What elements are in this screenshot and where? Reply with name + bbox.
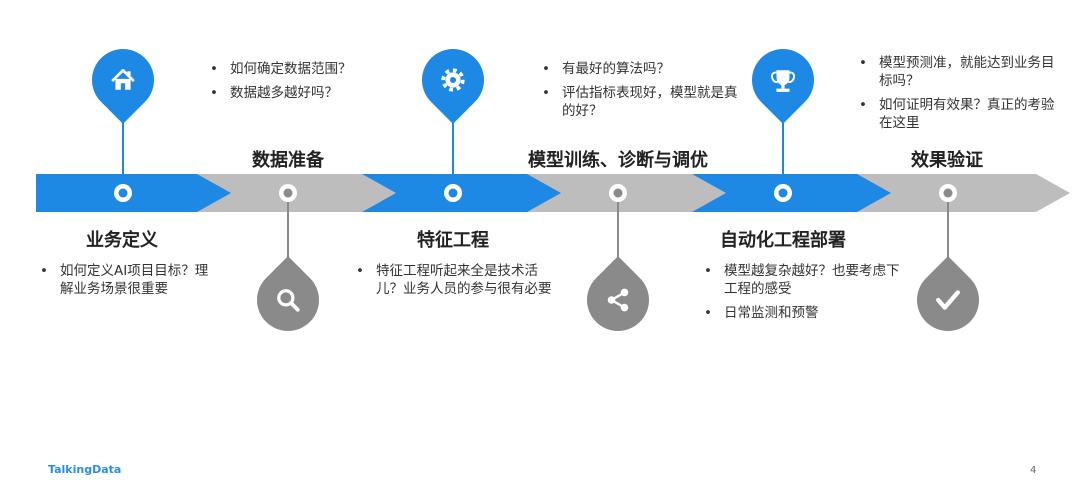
stage-1-title: 业务定义 [86, 230, 158, 251]
list-item: 如何确定数据范围？ [206, 60, 406, 78]
stage-3-title: 特征工程 [417, 230, 489, 251]
timeline-node-dot-5 [778, 188, 788, 198]
stage-6-title: 效果验证 [911, 150, 983, 171]
list-item: 如何证明有效果？真正的考验在这里 [855, 96, 1055, 132]
stage-2-title: 数据准备 [252, 150, 324, 171]
chevron-arrow-3 [362, 174, 577, 212]
page-number: 4 [1030, 465, 1037, 476]
list-item: 模型越复杂越好？也要考虑下工程的感受 [700, 262, 902, 298]
chevron-arrow-2 [197, 174, 412, 212]
stage-2-notes: 如何确定数据范围？ 数据越多越好吗？ [206, 60, 406, 108]
timeline-node-dot-1 [118, 188, 128, 198]
chevron-arrow-1 [36, 174, 247, 212]
stage-1-notes: 如何定义AI项目目标？理解业务场景很重要 [36, 262, 220, 304]
stage-3-notes: 特征工程听起来全是技术活儿？业务人员的参与很有必要 [352, 262, 552, 304]
stage-6-pin [917, 256, 979, 332]
list-item: 评估指标表现好，模型就是真的好？ [538, 84, 748, 120]
chevron-arrow-4 [527, 174, 742, 212]
stage-4-title: 模型训练、诊断与调优 [528, 150, 708, 171]
timeline-node-dot-4 [613, 188, 623, 198]
stage-4-pin [587, 256, 649, 332]
stage-4-notes: 有最好的算法吗？ 评估指标表现好，模型就是真的好？ [538, 60, 748, 126]
timeline-node-dot-3 [448, 188, 458, 198]
list-item: 模型预测准，就能达到业务目标吗？ [855, 54, 1055, 90]
list-item: 日常监测和预警 [700, 304, 902, 322]
list-item: 特征工程听起来全是技术活儿？业务人员的参与很有必要 [352, 262, 552, 298]
stage-5-title: 自动化工程部署 [720, 230, 846, 251]
brand-logo: TalkingData [48, 463, 122, 476]
chevron-arrow-6 [857, 174, 1070, 212]
stage-2-pin [257, 256, 319, 332]
gear-icon [441, 68, 465, 92]
stage-1-pin [92, 48, 155, 124]
stage-6-notes: 模型预测准，就能达到业务目标吗？ 如何证明有效果？真正的考验在这里 [855, 54, 1055, 138]
chevron-arrow-5 [692, 174, 907, 212]
timeline-node-dot-2 [283, 188, 293, 198]
stage-5-notes: 模型越复杂越好？也要考虑下工程的感受 日常监测和预警 [700, 262, 902, 328]
list-item: 数据越多越好吗？ [206, 84, 406, 102]
list-item: 有最好的算法吗？ [538, 60, 748, 78]
timeline-node-dot-6 [943, 188, 953, 198]
list-item: 如何定义AI项目目标？理解业务场景很重要 [36, 262, 220, 298]
